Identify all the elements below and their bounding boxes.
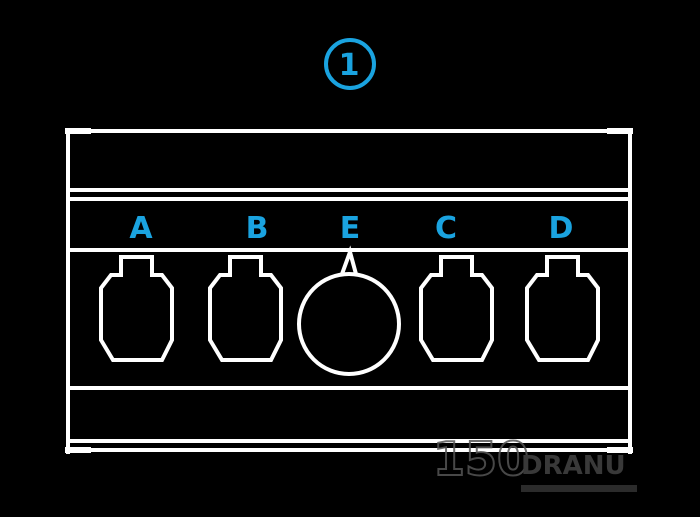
port-sockets — [99, 245, 600, 376]
step-badge: 1 — [324, 38, 376, 90]
port-labels: A B E C D — [129, 211, 573, 246]
watermark-tagline-bar — [521, 485, 637, 492]
watermark-number: 150 — [433, 432, 529, 486]
port-label-d: D — [549, 211, 574, 246]
port-socket-c — [419, 255, 494, 362]
port-socket-b — [208, 255, 283, 362]
watermark-brand: DRANU — [521, 451, 626, 481]
port-socket-a — [99, 255, 174, 362]
port-socket-d — [525, 255, 600, 362]
port-socket-e — [297, 272, 401, 376]
connector-housing — [65, 128, 633, 454]
step-badge-ring — [324, 38, 376, 90]
port-label-b: B — [246, 211, 269, 246]
port-label-a: A — [129, 211, 153, 246]
port-socket-e-key — [340, 245, 358, 275]
port-label-e: E — [340, 211, 361, 246]
port-label-c: C — [435, 211, 457, 246]
step-number: 1 — [339, 48, 360, 83]
watermark-logo: 150 DRANU — [432, 431, 637, 492]
